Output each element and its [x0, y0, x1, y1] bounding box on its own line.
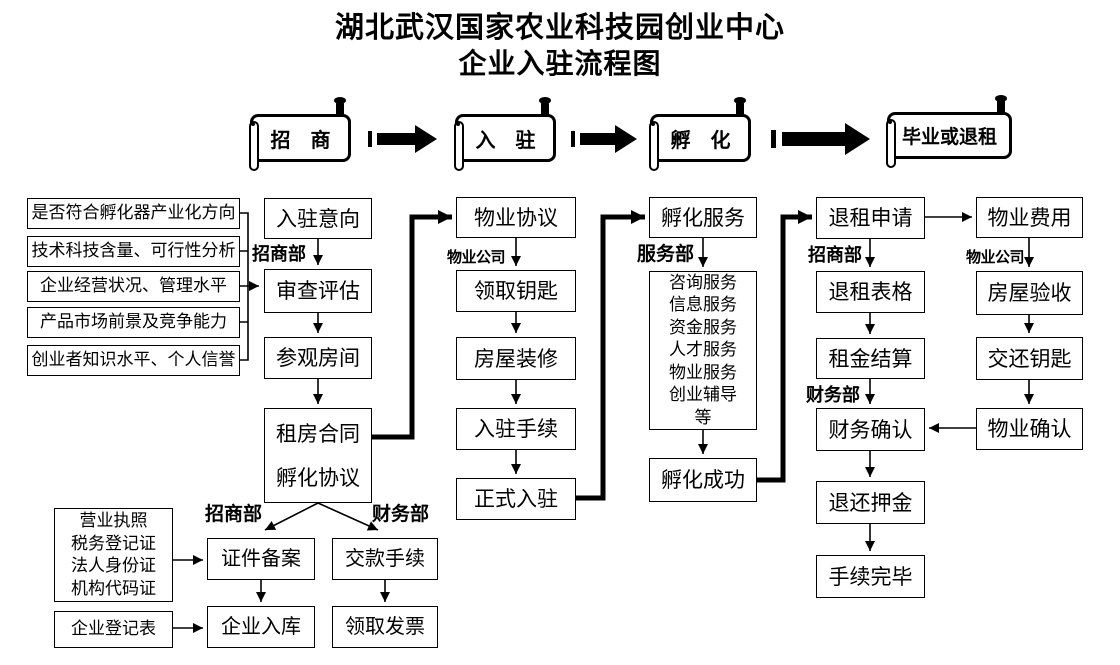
node-property-fees: 物业费用	[976, 197, 1083, 238]
scroll-knob-icon	[539, 97, 551, 117]
scroll-roller-icon	[886, 119, 896, 168]
node-enterprise-database-entry: 企业入库	[207, 606, 315, 648]
node-termination-form: 退租表格	[816, 271, 925, 313]
node-receive-invoice: 领取发票	[332, 606, 438, 648]
node-rent-settlement: 租金结算	[816, 338, 925, 379]
node-entry-procedures: 入驻手续	[456, 408, 576, 450]
node-procedures-complete: 手续完毕	[816, 555, 925, 598]
node-property-confirmation: 物业确认	[976, 408, 1083, 450]
dept-label-zhaoshangbu-col2: 招商部	[252, 244, 306, 264]
stage-arrows	[368, 123, 870, 155]
node-review-assess: 审查评估	[264, 269, 372, 313]
dept-label-wuyegongsi-col3: 物业公司	[447, 249, 506, 266]
scroll-knob-icon	[734, 97, 746, 117]
page-title: 湖北武汉国家农业科技园创业中心 企业入驻流程图	[0, 10, 1120, 83]
node-criterion-direction: 是否符合孵化器产业化方向	[27, 198, 240, 229]
node-incubation-success: 孵化成功	[649, 458, 757, 502]
dept-label-zhaoshangbu-bottom: 招商部	[205, 504, 263, 525]
scroll-knob-icon	[995, 95, 1007, 115]
node-enterprise-registration-form: 企业登记表	[54, 611, 173, 648]
node-lease-termination-application: 退租申请	[816, 197, 925, 239]
node-criterion-market: 产品市场前景及竞争能力	[27, 307, 240, 338]
node-deposit-refund: 退还押金	[816, 481, 925, 524]
node-house-inspection: 房屋验收	[976, 271, 1083, 315]
node-finance-confirmation: 财务确认	[816, 408, 925, 451]
node-entry-intent: 入驻意向	[264, 198, 372, 239]
title-line-1: 湖北武汉国家农业科技园创业中心	[334, 12, 785, 44]
scroll-roller-icon	[454, 121, 464, 171]
dept-label-caiwubu-col5: 财务部	[806, 385, 860, 405]
banner-zhaoshang: 招 商	[249, 97, 351, 171]
node-criterion-tech: 技术科技含量、可行性分析	[27, 236, 240, 267]
node-lease-incubation-agreement: 租房合同 孵化协议	[264, 408, 372, 503]
node-services-list: 咨询服务 信息服务 资金服务 人才服务 物业服务 创业辅导 等	[649, 271, 757, 430]
node-visit-rooms: 参观房间	[264, 337, 372, 379]
node-documents-list: 营业执照 税务登记证 法人身份证 机构代码证	[54, 508, 173, 602]
scroll-roller-icon	[249, 121, 259, 171]
node-incubation-services: 孵化服务	[649, 197, 757, 238]
node-criterion-credit: 创业者知识水平、个人信誉	[27, 345, 240, 376]
dept-label-wuyegongsi-col6: 物业公司	[966, 249, 1025, 266]
banner-fuhua: 孵 化	[649, 97, 751, 171]
dept-label-zhaoshangbu-col5: 招商部	[808, 245, 862, 265]
node-property-agreement: 物业协议	[456, 197, 576, 238]
node-get-keys: 领取钥匙	[456, 270, 576, 312]
node-criterion-management: 企业经营状况、管理水平	[27, 271, 240, 302]
banner-label: 招 商	[270, 129, 331, 152]
scroll-knob-icon	[334, 97, 346, 117]
scroll-roller-icon	[649, 121, 659, 171]
node-return-keys: 交还钥匙	[976, 337, 1083, 380]
dept-label-fuwubu: 服务部	[637, 244, 695, 265]
banner-ruzhu: 入 驻	[454, 97, 556, 171]
node-payment-procedures: 交款手续	[332, 538, 438, 580]
banner-biye-or-tuizu: 毕业或退租	[886, 95, 1012, 168]
title-line-2: 企业入驻流程图	[458, 49, 662, 80]
banner-label: 入 驻	[475, 129, 536, 152]
node-official-entry: 正式入驻	[456, 478, 576, 520]
dept-label-caiwubu-bottom: 财务部	[372, 504, 430, 525]
banner-label: 孵 化	[670, 129, 731, 152]
banner-label: 毕业或退租	[901, 127, 997, 148]
node-certificate-filing: 证件备案	[207, 538, 315, 580]
node-renovation: 房屋装修	[456, 337, 576, 380]
